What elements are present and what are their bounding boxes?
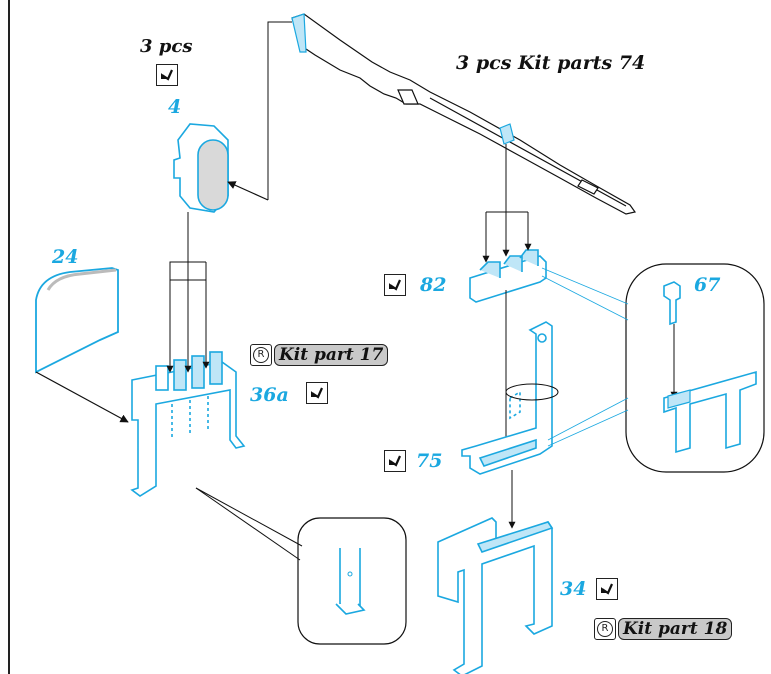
part-number-4: 4 <box>168 96 182 118</box>
part-number-75: 75 <box>416 450 443 472</box>
bend-icon <box>306 382 328 404</box>
kit-part-17-callout: R Kit part 17 <box>250 344 389 366</box>
part-34-stand <box>437 517 554 674</box>
rifle-kit-part-74 <box>291 13 637 215</box>
assembly-guides-4-to-36a <box>166 212 210 373</box>
kit-part-17-label: Kit part 17 <box>274 344 389 366</box>
resin-part-icon: R <box>250 344 272 366</box>
part-number-67: 67 <box>694 274 721 296</box>
resin-part-icon: R <box>594 618 616 640</box>
part-number-34: 34 <box>560 578 587 600</box>
part-number-82: 82 <box>420 274 447 296</box>
bend-icon <box>156 64 178 86</box>
part-24-panel <box>35 267 119 374</box>
assembly-guides-rifle-to-82 <box>482 144 532 263</box>
part-4-clip <box>173 123 229 213</box>
part-number-36a: 36a <box>250 384 289 406</box>
part-number-24: 24 <box>52 246 79 268</box>
part-75-bracket <box>461 321 559 475</box>
quantity-label-left: 3 pcs <box>140 36 193 57</box>
bend-icon <box>384 274 406 296</box>
left-frame-line <box>8 0 10 674</box>
quantity-label-rifle: 3 pcs Kit parts 74 <box>456 52 646 74</box>
kit-part-18-label: Kit part 18 <box>618 618 733 640</box>
bend-icon <box>384 450 406 472</box>
detail-view-bottom <box>297 517 407 645</box>
part-82-holder <box>469 249 547 303</box>
detail-view-right <box>625 263 765 473</box>
bend-icon <box>596 578 618 600</box>
part-36a-frame <box>130 351 246 497</box>
kit-part-18-callout: R Kit part 18 <box>594 618 733 640</box>
